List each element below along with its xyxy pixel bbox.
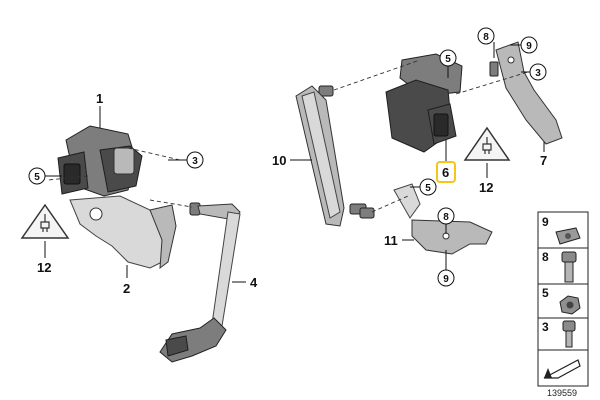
callout-10: 10 — [272, 153, 286, 168]
callout-4: 4 — [250, 275, 258, 290]
flange-bolt-icon — [561, 251, 577, 283]
socket-screw-icon — [562, 320, 576, 348]
sensor-bracket-2 — [69, 195, 177, 270]
svg-text:8: 8 — [443, 212, 449, 223]
clip-nut-icon — [555, 227, 581, 245]
svg-text:3: 3 — [192, 156, 198, 167]
sensor-rod-4 — [159, 202, 241, 363]
level-sensor-1 — [57, 125, 143, 197]
circle-callout-9a: 9 — [520, 36, 538, 54]
callout-12a: 12 — [37, 260, 51, 275]
circle-callout-3b: 3 — [529, 63, 547, 81]
circle-callout-3a: 3 — [186, 151, 204, 169]
left-dashed-guides — [47, 147, 193, 208]
circle-callout-9b: 9 — [437, 269, 455, 287]
svg-text:6: 6 — [442, 165, 449, 180]
circle-callout-8a: 8 — [477, 27, 495, 45]
right-dashed-guides — [333, 59, 529, 213]
callout-12b: 12 — [479, 180, 493, 195]
callout-2: 2 — [123, 281, 130, 296]
circle-callout-8b: 8 — [437, 207, 455, 225]
bracket-7 — [489, 41, 563, 145]
svg-text:5: 5 — [445, 54, 451, 65]
legend-num-9: 9 — [542, 215, 549, 229]
direction-arrow-icon — [543, 359, 581, 379]
highlighted-callout-6: 6 — [436, 161, 456, 183]
legend-num-3: 3 — [542, 320, 549, 334]
highlight-frame — [436, 161, 456, 183]
callout-1: 1 — [96, 91, 103, 106]
svg-text:3: 3 — [535, 68, 541, 79]
callout-7: 7 — [540, 153, 547, 168]
svg-text:9: 9 — [443, 274, 449, 285]
circle-callout-5c: 5 — [419, 178, 437, 196]
callout-11: 11 — [384, 233, 398, 248]
legend-num-8: 8 — [542, 250, 549, 264]
circle-callout-5b: 5 — [439, 49, 457, 67]
svg-text:5: 5 — [425, 183, 431, 194]
sensor-rod-10 — [295, 85, 375, 227]
circle-callout-5a: 5 — [28, 167, 46, 185]
warning-symbol-left — [20, 203, 70, 239]
image-id: 139559 — [547, 388, 577, 398]
hardware-legend: 9 8 5 3 — [537, 211, 589, 387]
svg-text:8: 8 — [483, 32, 489, 43]
svg-text:5: 5 — [34, 172, 40, 183]
svg-text:9: 9 — [526, 41, 532, 52]
legend-num-5: 5 — [542, 286, 549, 300]
hex-nut-icon — [559, 295, 581, 315]
level-sensor-right — [385, 53, 463, 153]
warning-symbol-right — [463, 126, 511, 161]
